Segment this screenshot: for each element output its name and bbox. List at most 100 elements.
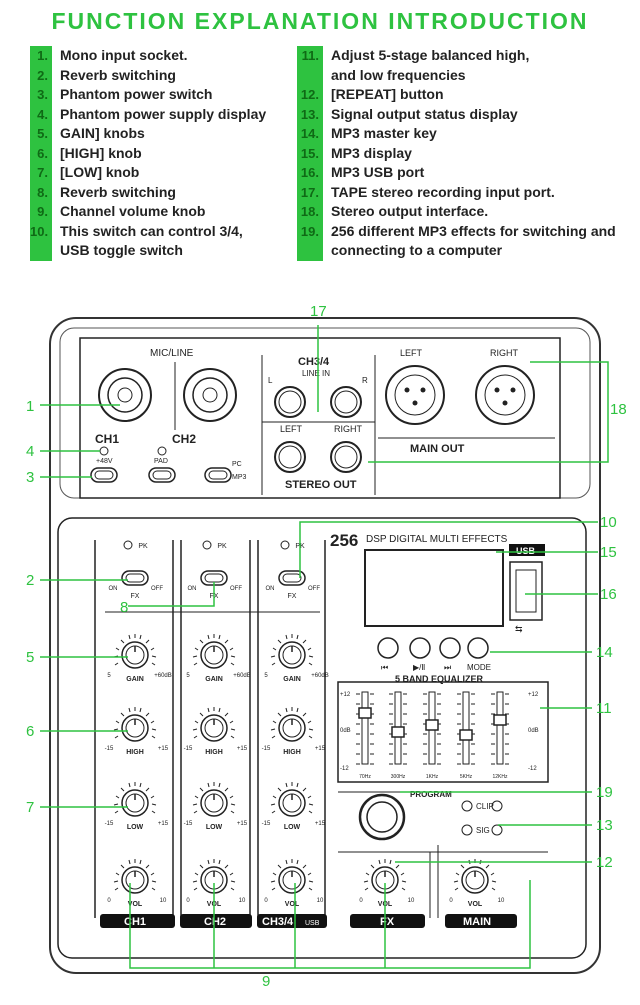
line-in-right-jack[interactable] [330,386,362,418]
eq-slider-3[interactable] [425,719,439,731]
list-number: 2. [30,65,52,85]
stereo-out-label: STEREO OUT [285,479,357,491]
high-knob[interactable] [121,714,149,742]
pc-label: PC [232,461,242,468]
list-text: TAPE stereo recording input port. [331,183,555,200]
strip-label-ch34: CH3/4 [262,916,294,928]
vol-knob[interactable] [278,866,306,894]
dsp-number: 256 [330,531,358,550]
strip-label-fx: FX [380,916,395,928]
program-knob[interactable] [358,793,406,841]
mp3-play-pause-button[interactable] [409,637,431,659]
gain-knob[interactable] [121,641,149,669]
ch1-combo-jack[interactable] [98,368,152,422]
gain-knob-max-label: +60dB [233,673,251,679]
main-vol-min-label: 0 [449,898,453,904]
low-knob-label: LOW [206,824,223,831]
list-text: MP3 USB port [331,164,425,180]
list-number: 3. [30,85,52,105]
mp3-next-button[interactable] [439,637,461,659]
eq-freq-label: 12KHz [492,774,508,780]
stereo-out-right-jack[interactable] [330,441,362,473]
callout-18: 18 [610,401,627,418]
high-knob[interactable] [200,714,228,742]
eq-slider-5[interactable] [493,714,507,726]
callout-1: 1 [26,398,34,415]
pad-label: PAD [154,458,168,465]
program-label: PROGRAM [410,790,452,799]
line-in-left-jack[interactable] [274,386,306,418]
phantom-switch[interactable] [90,467,118,483]
list-text: USB toggle switch [60,242,183,258]
phantom-label: +48V [96,458,113,465]
low-knob-min-label: -15 [105,821,114,827]
pad-switch[interactable] [148,467,176,483]
list-text: MP3 master key [331,125,437,141]
vol-knob-label: VOL [128,901,143,908]
mic-line-label: MIC/LINE [150,348,194,359]
stereo-out-right-label: RIGHT [334,424,363,434]
callout-9: 9 [262,973,270,990]
main-vol-knob[interactable] [461,866,489,894]
ch2-combo-jack[interactable] [183,368,237,422]
list-item: 1.Mono input socket. [30,46,266,66]
high-knob-min-label: -15 [105,746,114,752]
list-number [297,241,323,261]
list-number: 14. [297,124,323,144]
gain-knob-min-label: 5 [107,673,111,679]
mp3-prev-button[interactable] [377,637,399,659]
eq-slider-4[interactable] [459,729,473,741]
low-knob[interactable] [278,789,306,817]
list-number: 17. [297,182,323,202]
list-number: 9. [30,202,52,222]
low-knob-label: LOW [284,824,301,831]
list-number: 10. [30,221,52,241]
stereo-out-left-jack[interactable] [274,441,306,473]
main-vol-label: VOL [468,901,483,908]
mp3-label: MP3 [232,474,247,481]
eq-slider-2[interactable] [391,726,405,738]
gain-knob-min-label: 5 [264,673,268,679]
vol-knob-min-label: 0 [186,898,190,904]
line-in-r-label: R [362,376,368,385]
low-knob[interactable] [200,789,228,817]
gain-knob-max-label: +60dB [154,673,172,679]
fx-switch[interactable] [121,570,149,586]
fx-switch[interactable] [278,570,306,586]
callout-19: 19 [596,784,613,801]
vol-knob-min-label: 0 [264,898,268,904]
list-number: 11. [297,46,323,66]
vol-knob[interactable] [121,866,149,894]
low-knob[interactable] [121,789,149,817]
line-in-l-label: L [268,376,273,385]
gain-knob-label: GAIN [205,676,223,683]
gain-knob[interactable] [200,641,228,669]
list-item: 14. MP3 master key [297,124,616,144]
main-out-right-xlr[interactable] [475,365,535,425]
main-out-left-xlr[interactable] [385,365,445,425]
callout-7: 7 [26,799,34,816]
main-out-right-label: RIGHT [490,348,519,358]
mp3-mode-button[interactable] [467,637,489,659]
gain-knob[interactable] [278,641,306,669]
switch-off-label: OFF [230,586,242,592]
list-item: 9.Channel volume knob [30,202,266,222]
list-text: connecting to a computer [331,242,503,258]
callout-3: 3 [26,469,34,486]
list-item: 18.Stereo output interface. [297,202,616,222]
pc-mp3-switch[interactable] [204,467,232,483]
strip-label-main: MAIN [463,916,491,928]
main-out-label: MAIN OUT [410,443,465,455]
phantom-led [99,446,109,456]
eq-freq-label: 1KHz [426,774,439,780]
high-knob[interactable] [278,714,306,742]
low-knob-max-label: +15 [315,821,326,827]
eq-slider-1[interactable] [358,707,372,719]
eq-zero-label: 0dB [340,728,351,734]
svg-text:⇆: ⇆ [515,624,523,634]
list-item: 4.Phantom power supply display [30,104,266,124]
list-number: 8. [30,182,52,202]
eq-minus-label-right: -12 [528,766,537,772]
dsp-title: DSP DIGITAL MULTI EFFECTS [366,534,508,545]
